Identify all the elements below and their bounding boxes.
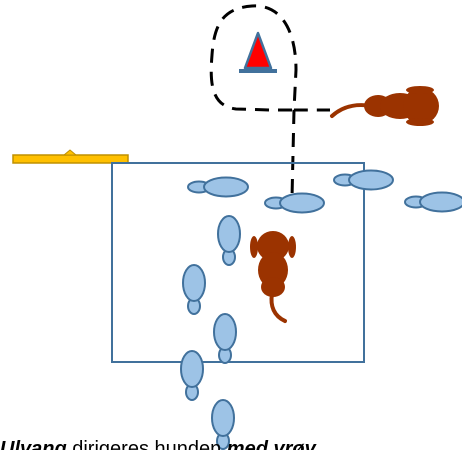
footprint-icon bbox=[187, 176, 249, 198]
caption-emphasis-start: Ulvang bbox=[0, 438, 67, 450]
triangle-marker-icon bbox=[239, 31, 277, 73]
footprint-icon bbox=[180, 350, 204, 401]
caption-text: Ulvang dirigeres hunden med vrøv bbox=[0, 436, 462, 450]
caption-emphasis-end: med vrøv bbox=[226, 438, 316, 450]
footprint-icon bbox=[217, 215, 241, 266]
dog-icon bbox=[330, 86, 439, 126]
caption-middle: dirigeres hunden bbox=[66, 438, 227, 450]
dashed-loop-path bbox=[209, 4, 330, 112]
yellow-bar bbox=[12, 149, 129, 164]
footprint-icon bbox=[182, 264, 206, 315]
footprint-icon bbox=[213, 313, 237, 364]
footprint-icon bbox=[211, 399, 235, 450]
dog-icon bbox=[250, 231, 296, 323]
area-box bbox=[111, 162, 365, 363]
dashed-trail-line bbox=[290, 109, 296, 199]
footprint-icon bbox=[264, 192, 325, 214]
footprint-icon bbox=[333, 169, 394, 191]
footprint-icon bbox=[404, 191, 462, 213]
